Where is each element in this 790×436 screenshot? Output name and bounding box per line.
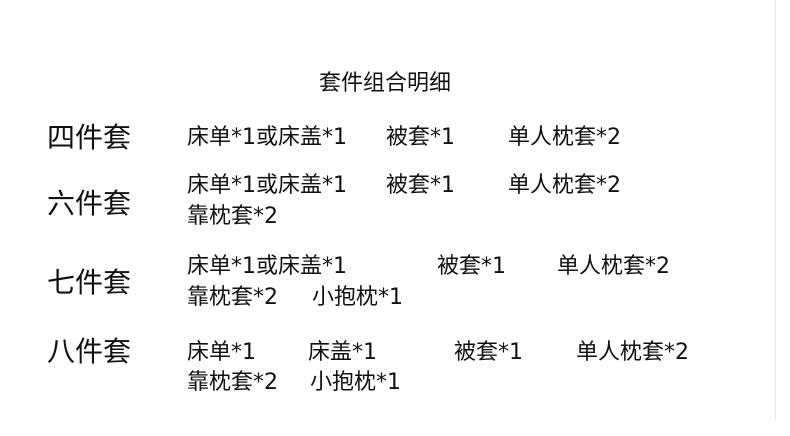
- set-item: 单人枕套*2: [508, 125, 621, 150]
- set-item: 靠枕套*2: [187, 204, 278, 229]
- set-label: 四件套: [47, 121, 132, 154]
- set-label: 八件套: [47, 335, 132, 368]
- set-item: 单人枕套*2: [508, 173, 621, 198]
- set-label: 七件套: [47, 266, 132, 299]
- set-item: 小抱枕*1: [310, 370, 401, 395]
- set-item: 床单*1或床盖*1: [187, 254, 347, 279]
- set-item: 被套*1: [386, 173, 455, 198]
- set-item: 被套*1: [437, 254, 506, 279]
- set-item: 靠枕套*2: [187, 285, 278, 310]
- set-item: 床单*1或床盖*1: [187, 173, 347, 198]
- set-item: 单人枕套*2: [576, 340, 689, 365]
- right-divider: [775, 0, 776, 420]
- set-label: 六件套: [47, 187, 132, 220]
- set-item: 单人枕套*2: [557, 254, 670, 279]
- page-title: 套件组合明细: [318, 71, 451, 96]
- set-item: 床单*1或床盖*1: [187, 125, 347, 150]
- set-item: 被套*1: [454, 340, 523, 365]
- set-item: 被套*1: [386, 125, 455, 150]
- set-item: 靠枕套*2: [187, 370, 278, 395]
- set-item: 床单*1: [187, 340, 256, 365]
- set-item: 床盖*1: [308, 340, 377, 365]
- set-item: 小抱枕*1: [312, 285, 403, 310]
